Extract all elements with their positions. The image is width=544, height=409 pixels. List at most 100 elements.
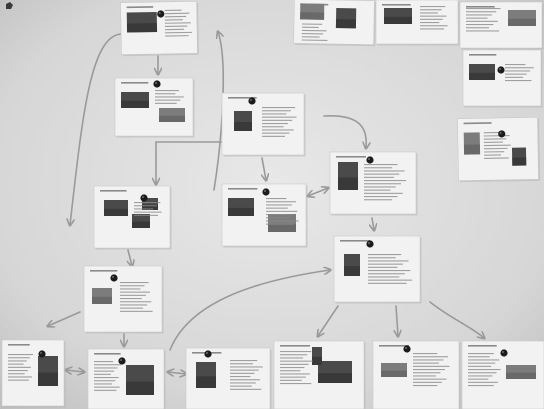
arrow xyxy=(66,370,84,372)
sheet-text-line xyxy=(413,365,450,367)
sheet-photo-shade xyxy=(381,370,407,377)
sheet-photo-shade xyxy=(38,372,58,386)
arrow xyxy=(70,33,122,225)
sheet-photo-shade xyxy=(92,296,112,304)
sheet-text-line xyxy=(230,372,255,374)
sheet-text-line xyxy=(413,356,448,358)
sheet-text-line xyxy=(8,373,25,375)
sheet-text-line xyxy=(280,373,310,375)
sheet-text-line xyxy=(505,80,532,82)
sheet-photo-shade xyxy=(312,356,322,365)
sheet-text-line xyxy=(364,176,394,178)
magnet-highlight xyxy=(155,82,157,84)
sheet-text-line xyxy=(230,360,258,362)
sheet-text-line xyxy=(466,8,501,10)
magnet-highlight xyxy=(250,99,252,101)
sheet-heading xyxy=(94,353,121,355)
sheet-photo-shade xyxy=(469,72,495,80)
sheet-text-line xyxy=(484,151,505,153)
magnet xyxy=(497,66,505,74)
arrow xyxy=(168,372,186,374)
arrow xyxy=(262,157,266,180)
sheet-text-line xyxy=(8,366,31,368)
sheet-heading xyxy=(336,156,366,158)
sheet-text-line xyxy=(230,366,263,368)
sheet-text-line xyxy=(368,254,402,256)
sheet-photo-shade xyxy=(512,157,527,166)
sheet-text-line xyxy=(505,76,523,78)
sheet-heading xyxy=(463,122,492,125)
sheet-text-line xyxy=(466,27,490,29)
sheet-text-line xyxy=(164,19,183,21)
paper-sheet xyxy=(461,340,544,409)
sheet-photo-shade xyxy=(234,122,252,131)
sheet-text-line xyxy=(280,357,304,359)
sheet-text-line xyxy=(413,362,439,364)
magnet xyxy=(38,350,46,358)
sheet-heading xyxy=(121,82,149,84)
sheet-text-line xyxy=(262,116,297,118)
paper-sheet xyxy=(459,1,544,50)
sheet-text-line xyxy=(165,35,189,37)
sheet-text-line xyxy=(164,12,190,15)
sheet-text-line xyxy=(266,223,295,225)
sheet-text-line xyxy=(468,365,492,367)
sheet-text-line xyxy=(8,363,24,365)
sheet-text-line xyxy=(262,129,294,131)
sheet-text-line xyxy=(280,367,305,369)
magnet-highlight xyxy=(368,158,370,160)
sheet-text-line xyxy=(468,378,489,380)
sheet-text-line xyxy=(466,24,494,26)
magnet-highlight xyxy=(499,68,501,70)
sheet-text-line xyxy=(120,294,146,296)
sheet-text-line xyxy=(94,364,121,366)
sheet-text-line xyxy=(8,370,28,372)
sheet-photo-shade xyxy=(228,207,254,216)
sheet-text-line xyxy=(420,22,440,24)
sheet-text-line xyxy=(8,354,33,356)
sheet-text-line xyxy=(368,260,409,262)
magnet-highlight xyxy=(142,196,144,198)
sheet-text-line xyxy=(368,282,407,284)
magnet xyxy=(403,345,411,353)
paper-sheet xyxy=(221,183,308,248)
sheet-heading xyxy=(468,345,497,347)
magnet xyxy=(118,357,126,365)
sheet-text-line xyxy=(368,266,398,268)
sheet-photo-shade xyxy=(142,204,158,210)
sheet-text-line xyxy=(94,361,114,363)
sheet-text-line xyxy=(266,198,287,200)
sheet-photo-shade xyxy=(126,23,158,33)
sheet-text-line xyxy=(301,36,320,38)
sheet-text-line xyxy=(94,389,117,391)
magnet-highlight xyxy=(368,242,370,244)
magnet-highlight xyxy=(112,276,114,278)
sheet-text-line xyxy=(468,385,494,387)
sheet-text-line xyxy=(8,376,32,378)
sheet-text-line xyxy=(483,144,511,147)
sheet-text-line xyxy=(164,22,191,24)
sheet-photo-shade xyxy=(121,100,149,108)
sheet-text-line xyxy=(505,73,527,75)
sheet-text-line xyxy=(301,23,323,25)
arrow xyxy=(429,301,484,338)
sheet-text-line xyxy=(280,379,302,381)
paper-sheet xyxy=(93,185,172,250)
sheet-text-line xyxy=(266,214,294,216)
magnet xyxy=(110,274,118,282)
sheet-text-line xyxy=(413,375,436,377)
sheet-heading xyxy=(100,190,127,192)
sheet-text-line xyxy=(120,288,141,290)
paper-sheet xyxy=(87,348,166,409)
sheet-text-line xyxy=(230,379,260,381)
sheet-text-line xyxy=(468,356,490,358)
sheet-text-line xyxy=(280,370,301,372)
arrow xyxy=(128,249,132,266)
sheet-text-line xyxy=(155,102,177,104)
sheet-photo-shade xyxy=(126,381,154,395)
arrow xyxy=(372,217,374,230)
sheet-text-line xyxy=(364,186,396,188)
sheet-heading xyxy=(228,97,257,99)
sheet-text-line xyxy=(364,189,391,191)
sheet-photo-shade xyxy=(159,115,185,122)
